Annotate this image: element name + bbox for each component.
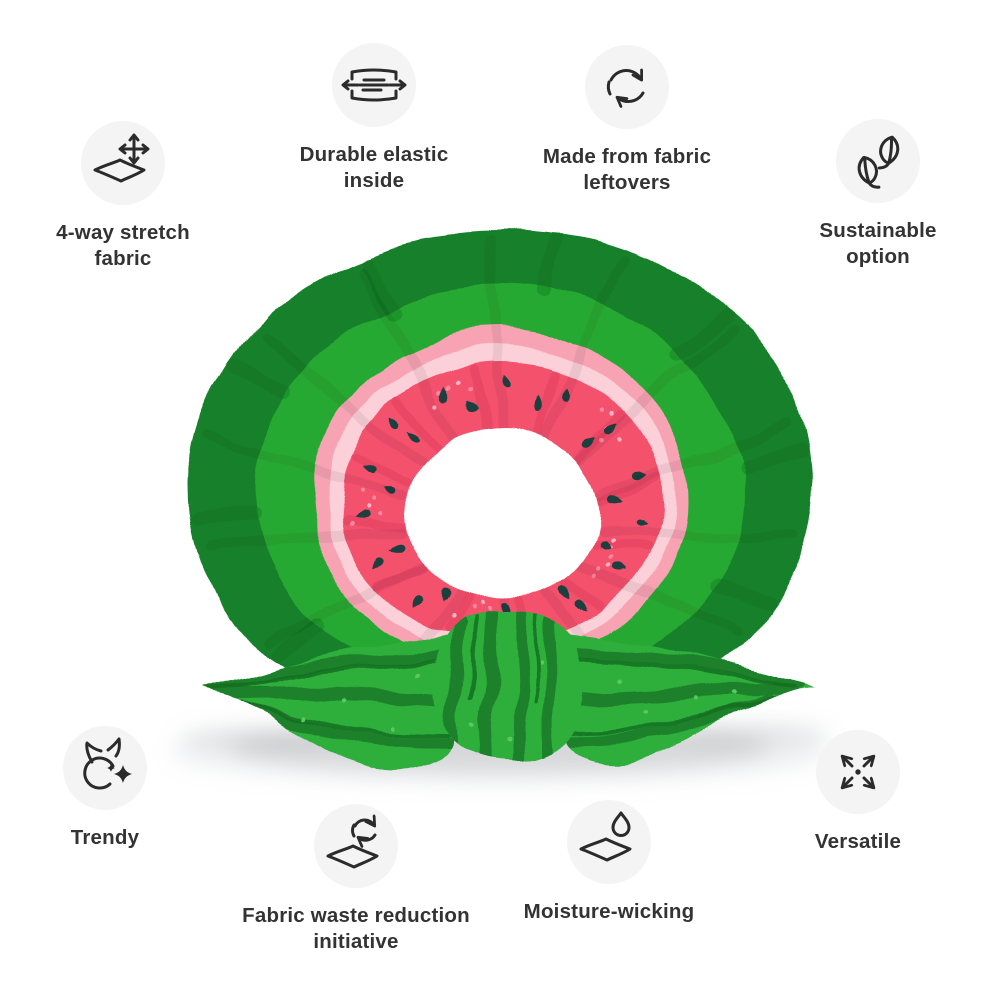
feature-label: Trendy — [70, 826, 140, 849]
feature-label: Moisture-wicking — [523, 900, 695, 923]
recycle-arrows-icon — [585, 45, 669, 129]
feature-trendy: Trendy — [0, 726, 222, 851]
feature-versatile: Versatile — [741, 730, 975, 855]
leaves-icon — [836, 119, 920, 203]
fabric-stretch-icon — [81, 121, 165, 205]
expand-arrows-icon — [816, 730, 900, 814]
moisture-droplet-icon — [567, 800, 651, 884]
elastic-band-icon — [332, 43, 416, 127]
feature-moisture-wicking: Moisture-wicking — [479, 800, 739, 925]
fabric-creases — [200, 235, 800, 733]
bow-knot — [433, 611, 586, 761]
bow-right-tail — [560, 632, 812, 763]
fabric-recycle-icon — [314, 804, 398, 888]
feature-label: Versatile — [814, 830, 902, 853]
scrunchie-hole — [404, 430, 599, 600]
trendy-sparkle-icon — [63, 726, 147, 810]
